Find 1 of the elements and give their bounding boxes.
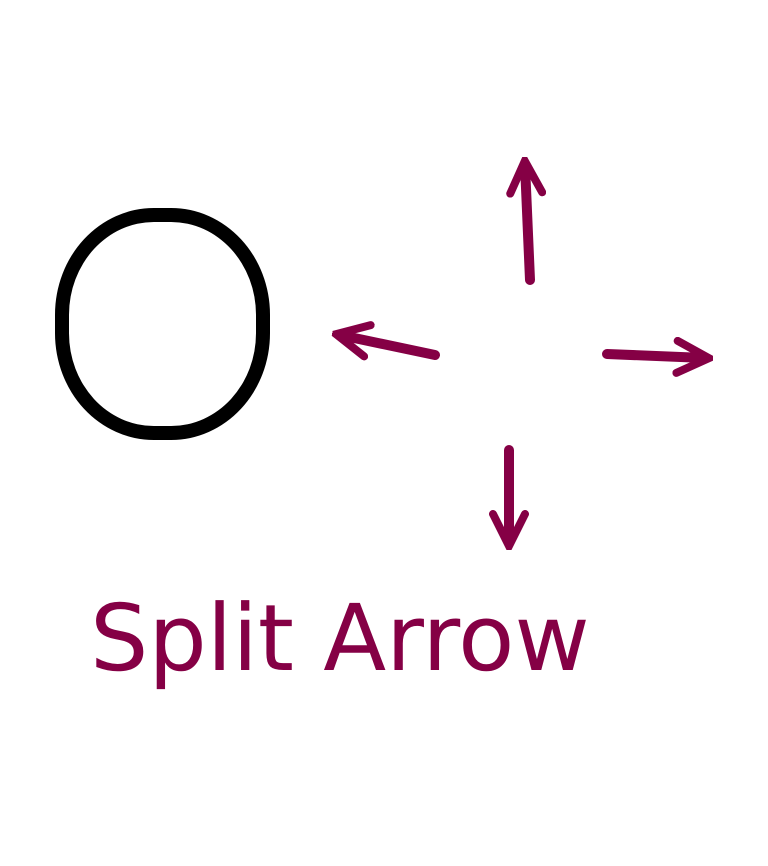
handwritten-label: Split Arrow [90,585,590,692]
